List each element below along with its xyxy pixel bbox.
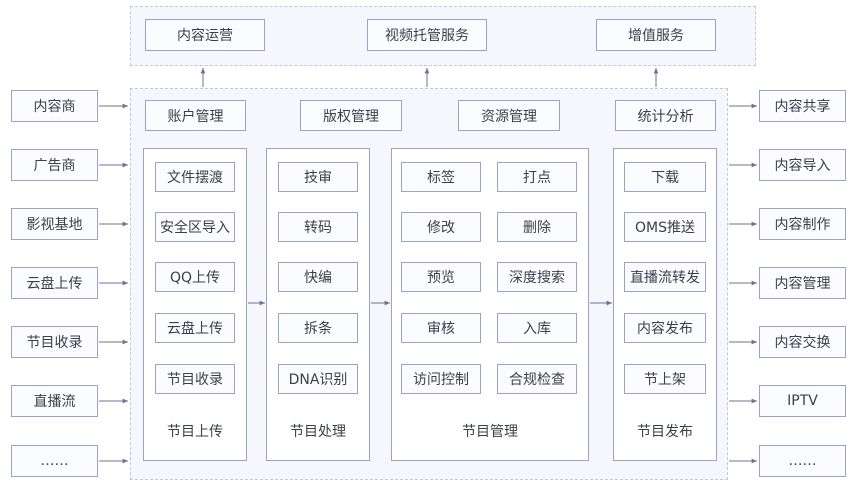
output-more: …… [759, 445, 846, 477]
source-program-recording: 节目收录 [11, 326, 98, 358]
upload-item-secure-import: 安全区导入 [155, 212, 235, 242]
management-item-tag: 标签 [401, 162, 481, 192]
service-video-hosting: 视频托管服务 [367, 19, 487, 51]
header-copyright-management: 版权管理 [300, 100, 402, 131]
output-content-management: 内容管理 [759, 267, 846, 299]
management-item-compliance-check: 合规检查 [497, 364, 577, 394]
publish-item-download: 下载 [624, 162, 706, 192]
output-content-sharing: 内容共享 [759, 90, 846, 122]
output-content-exchange: 内容交换 [759, 326, 846, 358]
panel-publish-title: 节目发布 [637, 424, 693, 440]
source-advertiser: 广告商 [11, 149, 98, 181]
upload-item-file-ferry: 文件摆渡 [155, 162, 235, 192]
source-more: …… [11, 445, 98, 477]
service-content-operation: 内容运营 [145, 19, 265, 51]
service-value-added: 增值服务 [596, 19, 716, 51]
upload-item-cloud-upload: 云盘上传 [155, 313, 235, 343]
output-content-import: 内容导入 [759, 149, 846, 181]
header-statistics-analysis: 统计分析 [615, 100, 716, 131]
panel-processing-title: 节目处理 [290, 424, 346, 440]
processing-item-tech-review: 技审 [278, 162, 358, 192]
upload-item-qq-upload: QQ上传 [155, 262, 235, 292]
management-item-delete: 删除 [497, 212, 577, 242]
publish-item-oms-push: OMS推送 [624, 212, 706, 242]
publish-item-shelve: 节上架 [624, 364, 706, 394]
header-resource-management: 资源管理 [458, 100, 560, 131]
management-item-edit: 修改 [401, 212, 481, 242]
source-cloud-upload: 云盘上传 [11, 267, 98, 299]
management-item-deep-search: 深度搜索 [497, 262, 577, 292]
output-content-production: 内容制作 [759, 208, 846, 240]
output-iptv: IPTV [759, 385, 846, 417]
panel-program-processing [266, 148, 370, 461]
management-item-storage: 入库 [497, 313, 577, 343]
panel-management-title: 节目管理 [462, 424, 518, 440]
publish-item-content-publish: 内容发布 [624, 313, 706, 343]
management-item-preview: 预览 [401, 262, 481, 292]
processing-item-transcode: 转码 [278, 212, 358, 242]
publish-item-live-forward: 直播流转发 [624, 262, 706, 292]
source-content-provider: 内容商 [11, 90, 98, 122]
management-item-review: 审核 [401, 313, 481, 343]
upload-item-program-recording: 节目收录 [155, 364, 235, 394]
panel-program-upload [143, 148, 247, 461]
management-item-access-control: 访问控制 [401, 364, 481, 394]
panel-program-management [391, 148, 589, 461]
source-live-stream: 直播流 [11, 385, 98, 417]
source-film-base: 影视基地 [11, 208, 98, 240]
processing-item-dna-recognition: DNA识别 [278, 364, 358, 394]
management-item-marking: 打点 [497, 162, 577, 192]
panel-upload-title: 节目上传 [167, 424, 223, 440]
processing-item-quick-edit: 快编 [278, 262, 358, 292]
panel-program-publish [613, 148, 717, 461]
header-account-management: 账户管理 [145, 100, 246, 131]
processing-item-split: 拆条 [278, 313, 358, 343]
